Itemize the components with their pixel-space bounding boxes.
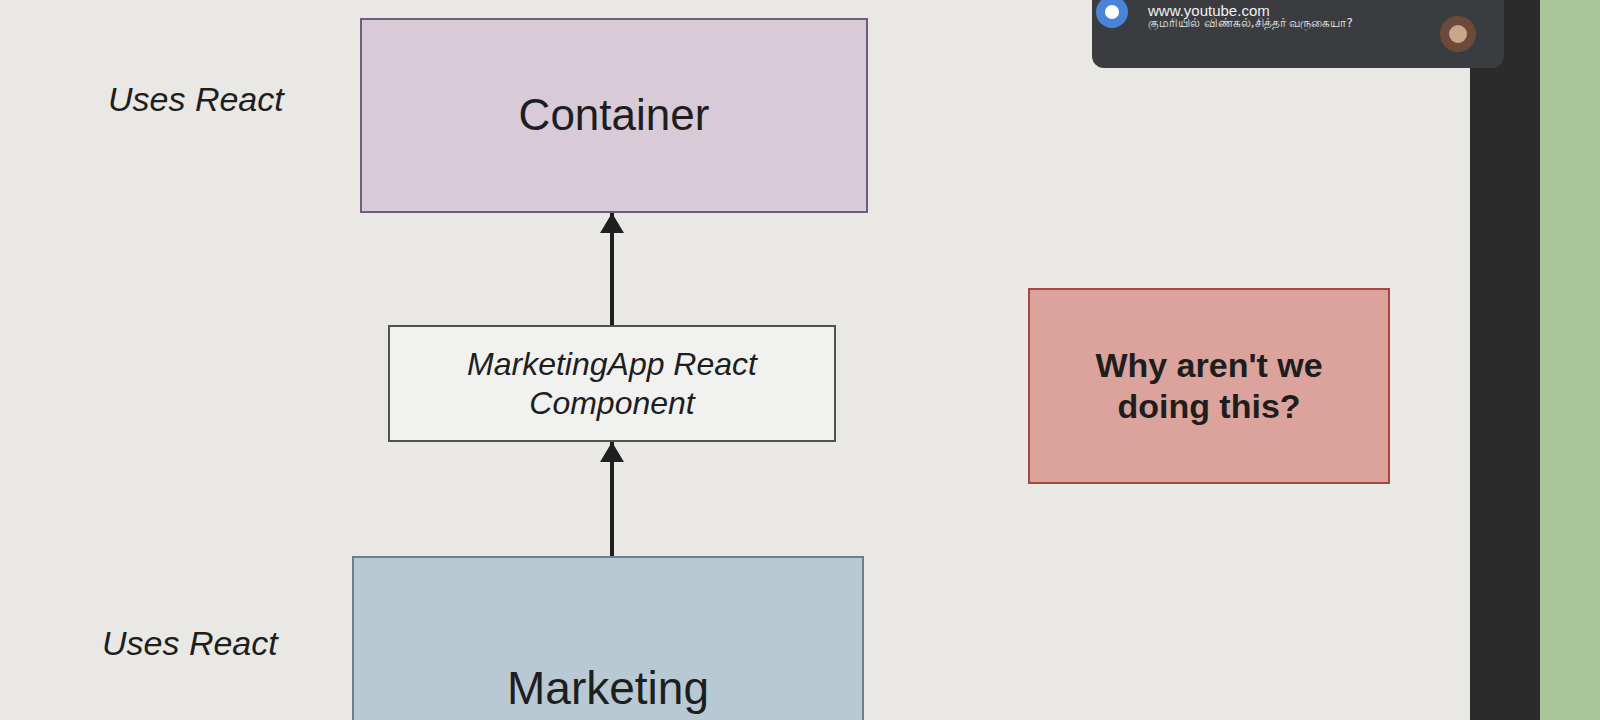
node-text: Container (519, 89, 710, 142)
node-text: Why aren't we doing this? (1069, 345, 1349, 427)
question-box: Why aren't we doing this? (1028, 288, 1390, 484)
component-box: MarketingApp React Component (388, 325, 836, 442)
node-text: MarketingApp React Component (447, 345, 777, 422)
marketing-box: Marketing (352, 556, 864, 720)
notification-title: குமரியில் விண்கல்,சித்தர் வருகையா? (1148, 16, 1353, 31)
node-text: Marketing (507, 661, 709, 716)
container-box: Container (360, 18, 868, 213)
tech-label: Uses React (108, 80, 284, 119)
tech-label: Uses React (102, 624, 278, 663)
arrow-head (600, 213, 624, 233)
arrow-head (600, 442, 624, 462)
